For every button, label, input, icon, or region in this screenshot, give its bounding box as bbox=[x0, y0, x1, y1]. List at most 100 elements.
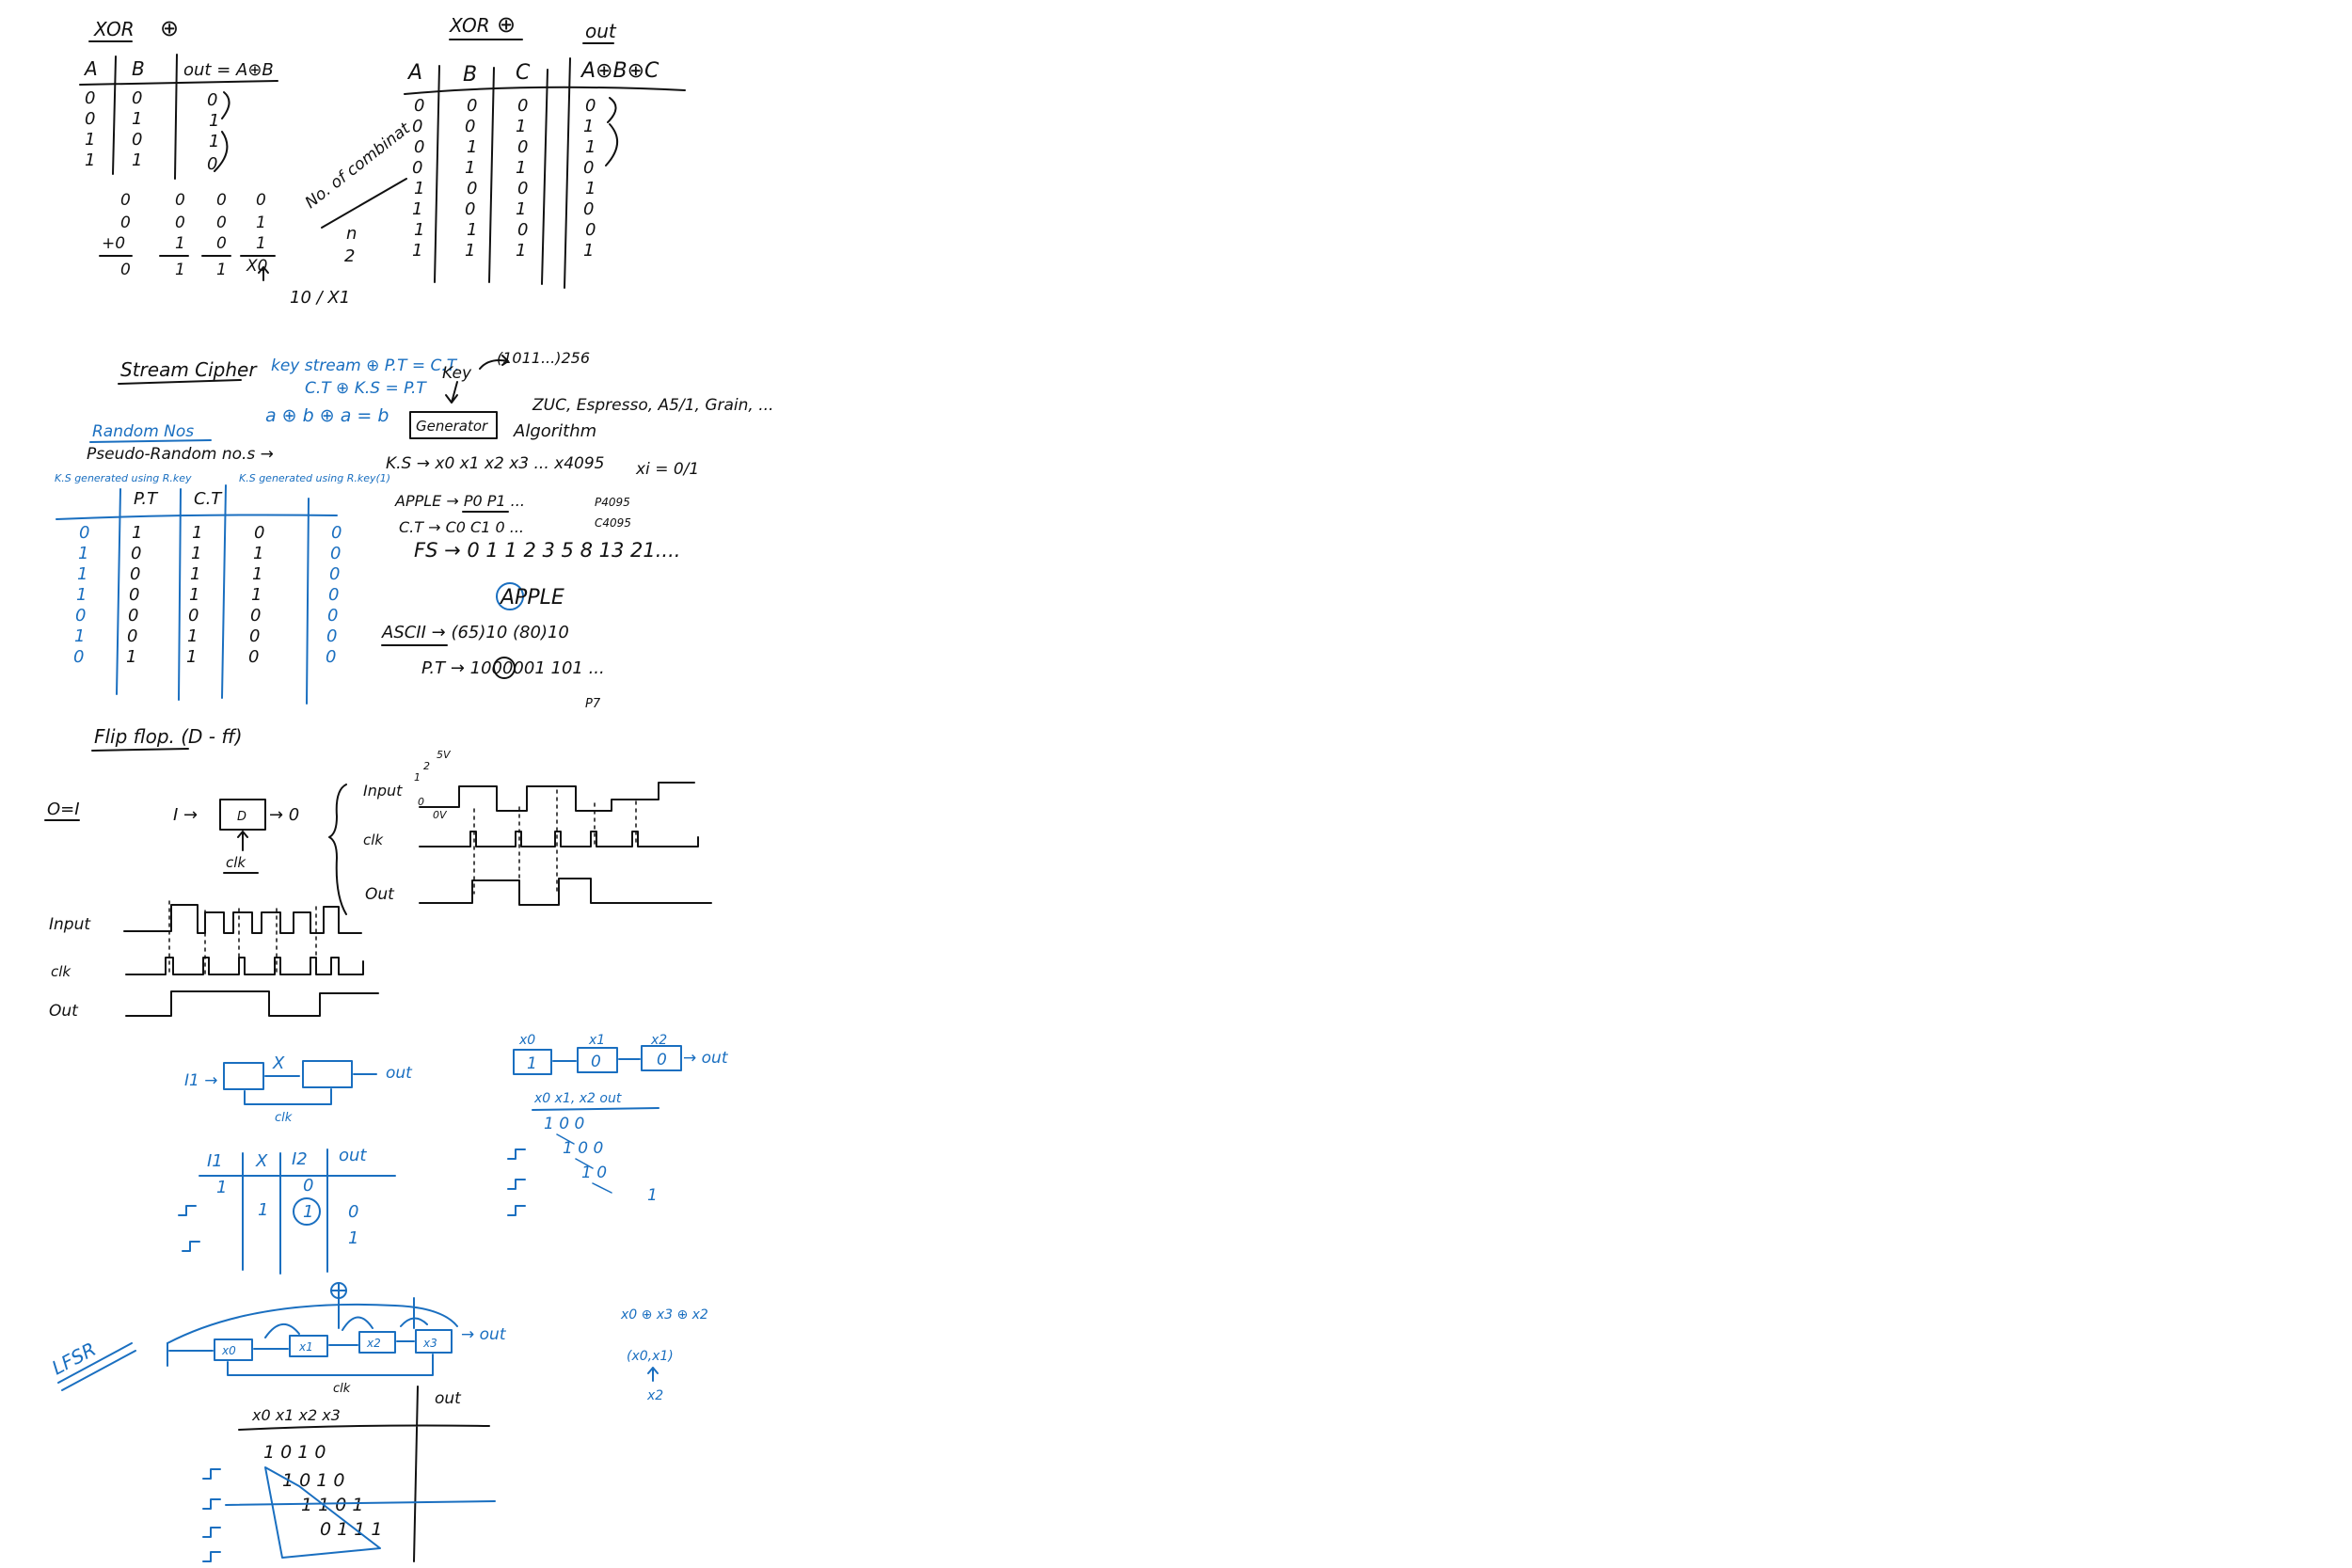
ks-row: K.S → x0 x1 x2 x3 ... x4095 bbox=[386, 454, 604, 473]
random-header-rule bbox=[56, 514, 338, 520]
title-underline bbox=[118, 379, 242, 385]
chain-cell: 1 bbox=[258, 1200, 268, 1220]
eq-ct: C.T ⊕ K.S = P.T bbox=[305, 379, 427, 398]
oi-label: O=I bbox=[47, 800, 80, 819]
chain-out-label: out bbox=[386, 1064, 413, 1083]
random-cell: 1 bbox=[251, 585, 262, 605]
xor3-cell: 0 bbox=[412, 117, 422, 136]
combinations-note: No. of combinat bbox=[302, 119, 415, 213]
random-cell: 0 bbox=[73, 647, 84, 667]
period-rule bbox=[225, 1500, 496, 1506]
input-waveform bbox=[123, 904, 362, 934]
sum-cell: 0 bbox=[216, 191, 227, 210]
level-label: 0V bbox=[433, 809, 448, 821]
xor3-cell: 0 bbox=[414, 96, 424, 116]
sum-cell: 0 bbox=[120, 191, 131, 210]
xor2-title: XOR bbox=[93, 18, 135, 40]
xor3-cell: 1 bbox=[585, 137, 596, 157]
xor3-header-c: C bbox=[516, 61, 531, 85]
register-cell bbox=[641, 1045, 682, 1071]
register-row: 1 bbox=[647, 1186, 658, 1205]
input-waveform bbox=[419, 782, 695, 812]
n-label: n bbox=[346, 224, 357, 244]
lfsr-out-col: out bbox=[435, 1389, 462, 1408]
waveform-input-label: Input bbox=[363, 782, 403, 800]
random-title: Random Nos bbox=[92, 422, 194, 441]
ct-row: C.T → C0 C1 0 ... bbox=[399, 518, 524, 536]
clk-label: clk bbox=[226, 854, 246, 871]
shift-arrows bbox=[556, 1133, 612, 1194]
lfsr-cell-label: x3 bbox=[422, 1337, 437, 1350]
two-label: 2 bbox=[344, 246, 355, 266]
lfsr-row: 1 0 1 0 bbox=[282, 1470, 344, 1491]
xor-symbol-icon: ⊕ bbox=[497, 11, 516, 38]
lfsr-cell-label: x0 bbox=[221, 1344, 236, 1357]
chain-header: out bbox=[339, 1146, 367, 1165]
lfsr-table-header: x0 x1 x2 x3 bbox=[251, 1406, 341, 1424]
lfsr-cell bbox=[289, 1335, 328, 1357]
clock-waveform bbox=[419, 831, 699, 847]
register-cell bbox=[513, 1049, 552, 1075]
clock-arrow-icon bbox=[237, 831, 248, 851]
register-row: 1 0 0 bbox=[544, 1115, 584, 1133]
xor3-cell: 1 bbox=[516, 158, 526, 178]
xor3-cell: 0 bbox=[412, 158, 422, 178]
key-label: Key bbox=[442, 364, 472, 383]
pseudo-random-label: Pseudo-Random no.s → bbox=[87, 445, 274, 464]
random-underline bbox=[89, 439, 212, 443]
random-cell: 1 bbox=[191, 544, 201, 563]
random-header: K.S generated using R.key(1) bbox=[239, 472, 390, 484]
chain-cell: 1 bbox=[216, 1178, 227, 1197]
random-cell: 1 bbox=[189, 585, 199, 605]
p7-label: P7 bbox=[585, 697, 601, 711]
random-header: K.S generated using R.key bbox=[55, 472, 192, 484]
random-cell: 0 bbox=[129, 585, 139, 605]
arrow-up-icon bbox=[647, 1367, 659, 1382]
random-cell: 0 bbox=[79, 523, 89, 543]
chain-header: I1 bbox=[207, 1151, 223, 1171]
xor3-header-b: B bbox=[463, 63, 477, 87]
lfsr-out: → out bbox=[461, 1325, 507, 1344]
flipflop-underline bbox=[91, 748, 189, 752]
output-waveform bbox=[125, 990, 379, 1017]
random-cell: 0 bbox=[326, 647, 336, 667]
level-label: 5V bbox=[437, 749, 452, 761]
xor3-cell: 1 bbox=[516, 117, 526, 136]
xor3-cell: 1 bbox=[465, 158, 475, 178]
ascii-row: ASCII → (65)10 (80)10 bbox=[381, 623, 569, 642]
key-value: (1011...)256 bbox=[497, 349, 590, 367]
xor3-cell: 0 bbox=[517, 96, 528, 116]
xor3-cell: 1 bbox=[467, 220, 477, 240]
shift-register-section: x0 x1 x2 1 0 0 → out x0 x1, x2 out 1 0 0… bbox=[507, 1033, 729, 1216]
random-cell: 0 bbox=[249, 626, 260, 646]
random-cell: 0 bbox=[329, 564, 340, 584]
xor3-header-rule bbox=[404, 86, 686, 95]
random-cell: 1 bbox=[253, 544, 263, 563]
random-cell: 0 bbox=[328, 585, 339, 605]
sum-cell: 1 bbox=[256, 214, 266, 232]
xor3-cell: 1 bbox=[414, 179, 424, 198]
xor3-cell: 1 bbox=[412, 241, 422, 261]
random-cell: 0 bbox=[127, 626, 137, 646]
arrow-up-icon bbox=[258, 266, 269, 281]
xor3-cell: 0 bbox=[517, 179, 528, 198]
sum-cell: 0 bbox=[120, 214, 131, 232]
random-cell: 0 bbox=[250, 606, 261, 626]
bit-circle bbox=[493, 657, 516, 679]
lfsr-note: x2 bbox=[646, 1388, 663, 1403]
xor2-cell: 1 bbox=[85, 130, 95, 150]
xor3-cell: 1 bbox=[516, 199, 526, 219]
xor2-col-rule bbox=[112, 55, 117, 175]
cycle-outline bbox=[264, 1466, 381, 1559]
lfsr-title: LFSR bbox=[48, 1338, 100, 1379]
xor-symbol-icon: ⊕ bbox=[160, 15, 179, 41]
algorithm-label: Algorithm bbox=[513, 421, 596, 441]
x-label: X bbox=[272, 1053, 285, 1073]
generator-box bbox=[409, 411, 498, 439]
sum-cell: X0 bbox=[246, 257, 267, 276]
random-cell: 0 bbox=[128, 606, 138, 626]
generator-label: Generator bbox=[416, 418, 488, 435]
lfsr-row: 0 1 1 1 bbox=[320, 1519, 382, 1540]
xor3-cell: 0 bbox=[467, 96, 477, 116]
